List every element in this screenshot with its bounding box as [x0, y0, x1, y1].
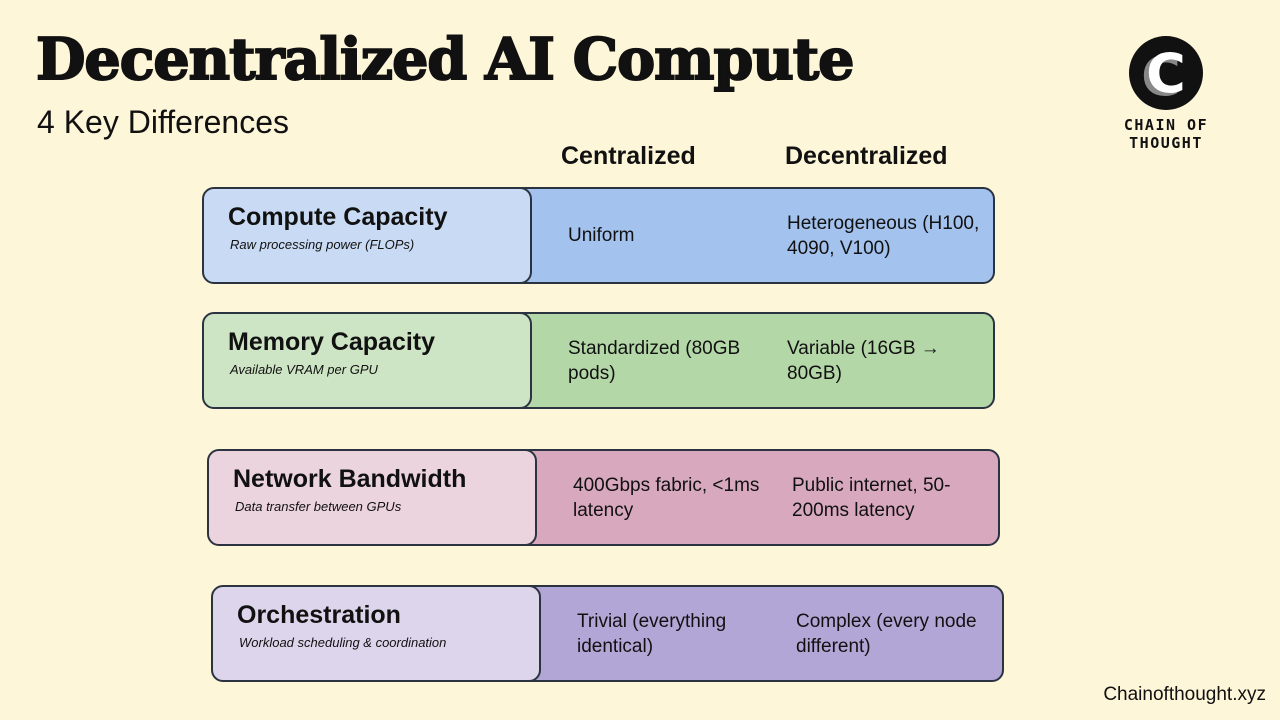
- row-description: Available VRAM per GPU: [230, 362, 378, 377]
- footer-website: Chainofthought.xyz: [1103, 684, 1266, 705]
- comparison-row: Network Bandwidth Data transfer between …: [207, 449, 1000, 546]
- chain-of-thought-logo: C CHAIN OF THOUGHT: [1086, 36, 1246, 152]
- comparison-row: Compute Capacity Raw processing power (F…: [202, 187, 995, 284]
- logo-text: CHAIN OF THOUGHT: [1123, 116, 1209, 152]
- row-title: Network Bandwidth: [233, 465, 467, 493]
- comparison-row: Memory Capacity Available VRAM per GPU S…: [202, 312, 995, 409]
- centralized-value: Trivial (everything identical): [577, 610, 727, 657]
- column-header-centralized: Centralized: [561, 142, 696, 170]
- centralized-value: Standardized (80GB pods): [568, 337, 741, 384]
- page-title: Decentralized AI Compute: [35, 25, 855, 94]
- row-label-box: Compute Capacity Raw processing power (F…: [204, 189, 532, 282]
- logo-c-icon: C: [1129, 36, 1203, 110]
- row-description: Workload scheduling & coordination: [239, 635, 447, 650]
- row-description: Data transfer between GPUs: [235, 499, 402, 514]
- row-title: Compute Capacity: [228, 203, 448, 231]
- row-title: Memory Capacity: [228, 328, 436, 356]
- row-label-box: Orchestration Workload scheduling & coor…: [213, 587, 541, 680]
- comparison-row: Orchestration Workload scheduling & coor…: [211, 585, 1004, 682]
- centralized-value: 400Gbps fabric, <1ms latency: [573, 474, 760, 521]
- row-description: Raw processing power (FLOPs): [230, 237, 415, 252]
- decentralized-value: Public internet, 50-200ms latency: [792, 474, 951, 521]
- column-header-decentralized: Decentralized: [785, 142, 948, 170]
- decentralized-value: Complex (every node different): [796, 610, 977, 657]
- row-label-box: Network Bandwidth Data transfer between …: [209, 451, 537, 544]
- centralized-value: Uniform: [568, 225, 635, 246]
- page-subtitle: 4 Key Differences: [37, 104, 289, 140]
- row-label-box: Memory Capacity Available VRAM per GPU: [204, 314, 532, 407]
- decentralized-value: Variable (16GB → 80GB): [787, 337, 940, 384]
- decentralized-value: Heterogeneous (H100, 4090, V100): [787, 212, 980, 259]
- row-title: Orchestration: [237, 601, 401, 629]
